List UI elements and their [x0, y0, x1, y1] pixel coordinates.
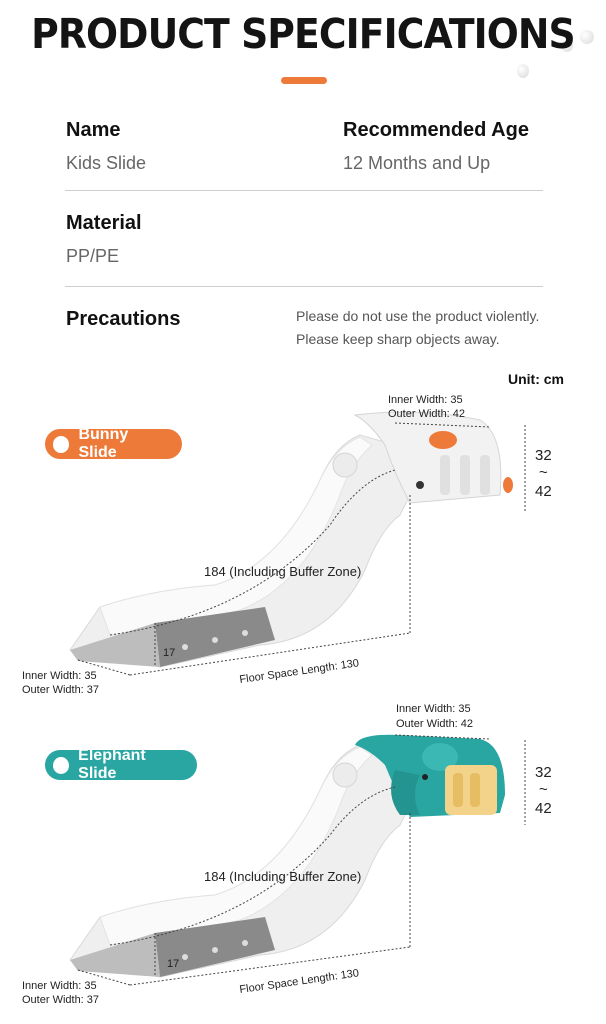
divider	[65, 190, 543, 191]
rivet	[182, 954, 188, 960]
slide-side-wall-light	[70, 623, 160, 667]
age-label: Recommended Age	[343, 119, 529, 141]
bottom-inner-width: Inner Width: 35	[22, 670, 97, 682]
dim-line	[109, 786, 396, 946]
unit-label: Unit: cm	[508, 371, 564, 387]
dim-line	[77, 969, 131, 986]
bunny-eye	[416, 481, 424, 489]
handle-slot	[470, 773, 480, 807]
bottom-outer-width: Outer Width: 37	[22, 684, 99, 696]
elephant-slide-diagram: Inner Width: 35 Outer Width: 42 32 ~ 42 …	[22, 703, 552, 1006]
bunny-slide-diagram: Inner Width: 35 Outer Width: 42 32 ~ 42 …	[22, 394, 552, 696]
bunny-slide-label: Bunny Slide	[78, 426, 129, 461]
height-min: 32	[535, 447, 552, 464]
side-height: 17	[167, 958, 179, 970]
circle-icon	[53, 756, 70, 774]
circle-icon	[53, 435, 70, 453]
elephant-slide-badge: Elephant Slide	[45, 747, 197, 782]
height-max: 42	[535, 800, 552, 817]
material-label: Material	[66, 212, 142, 234]
slide-side-wall-light	[70, 933, 160, 977]
bunny-ear	[503, 477, 513, 493]
rivet	[242, 630, 248, 636]
name-value: Kids Slide	[66, 153, 147, 173]
elephant-eye	[422, 774, 428, 780]
dim-line	[109, 469, 396, 636]
handle-slot	[480, 455, 490, 495]
page-title: PRODUCT SPECIFICATIONS	[31, 10, 576, 58]
precautions-label: Precautions	[66, 308, 181, 330]
age-value: 12 Months and Up	[343, 153, 491, 173]
elephant-ear	[422, 743, 458, 771]
material-value: PP/PE	[66, 246, 120, 266]
slide-length: 184 (Including Buffer Zone)	[204, 564, 361, 579]
rivet	[182, 644, 188, 650]
top-inner-width: Inner Width: 35	[388, 394, 463, 406]
dim-line	[129, 946, 411, 986]
elephant-trunk	[391, 770, 420, 815]
bunny-ear	[429, 431, 457, 449]
side-hole	[332, 452, 358, 478]
precaution-line: Please keep sharp objects away.	[296, 331, 500, 347]
rivet	[242, 940, 248, 946]
dim-line	[129, 632, 411, 676]
height-separator: ~	[539, 464, 548, 481]
bunny-slide-badge: Bunny Slide	[45, 426, 182, 461]
height-separator: ~	[539, 781, 548, 798]
divider	[65, 286, 543, 287]
rivet	[212, 637, 218, 643]
bubble-decoration	[517, 64, 529, 78]
handle-slot	[460, 455, 470, 495]
rivet	[212, 947, 218, 953]
slide-length: 184 (Including Buffer Zone)	[204, 869, 361, 884]
height-min: 32	[535, 764, 552, 781]
bubble-decoration	[580, 30, 594, 44]
side-height: 17	[163, 647, 175, 659]
handle-slot	[440, 455, 450, 495]
top-inner-width: Inner Width: 35	[396, 703, 471, 715]
bubble-decoration	[561, 40, 573, 52]
bottom-inner-width: Inner Width: 35	[22, 980, 97, 992]
precaution-line: Please do not use the product violently.	[296, 308, 540, 324]
elephant-slide-label: Elephant Slide	[78, 747, 146, 782]
top-outer-width: Outer Width: 42	[388, 408, 465, 420]
floor-space-length: Floor Space Length: 130	[239, 967, 360, 996]
side-hole	[332, 762, 358, 788]
name-label: Name	[66, 119, 121, 141]
height-max: 42	[535, 483, 552, 500]
top-outer-width: Outer Width: 42	[396, 718, 473, 730]
title-underline	[281, 77, 327, 84]
dim-line	[77, 659, 131, 676]
handle-slot	[453, 773, 463, 807]
bottom-outer-width: Outer Width: 37	[22, 994, 99, 1006]
floor-space-length: Floor Space Length: 130	[239, 657, 360, 686]
